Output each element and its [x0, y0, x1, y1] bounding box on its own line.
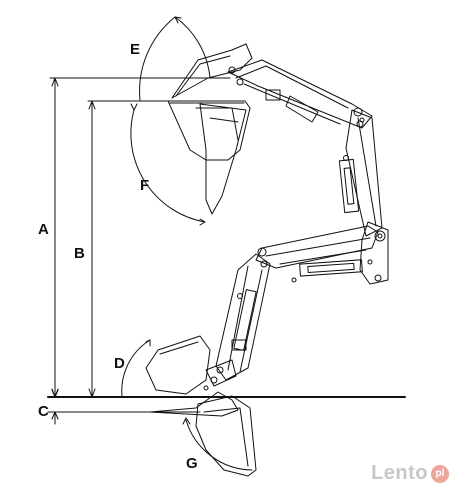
label-f: F [140, 177, 149, 194]
dimension-a [51, 77, 59, 398]
label-c: C [38, 403, 49, 420]
tractor-mount [359, 221, 389, 285]
label-b: B [74, 245, 85, 262]
bucket-raised [167, 43, 253, 215]
arc-f [130, 109, 206, 223]
label-e: E [130, 41, 140, 58]
dimension-c [51, 383, 59, 425]
watermark-text: Lento [371, 462, 428, 484]
label-a: A [38, 221, 49, 238]
bucket-lowered [145, 335, 257, 477]
label-d: D [114, 355, 125, 372]
boom-lowered [215, 225, 379, 381]
arc-d [121, 339, 151, 397]
arc-e [174, 16, 211, 79]
boom-raised [227, 59, 383, 237]
label-g: G [186, 455, 198, 472]
watermark: Lento pl [371, 462, 449, 485]
arc-g [185, 419, 253, 471]
watermark-badge: pl [431, 464, 449, 483]
dimension-b [88, 100, 96, 398]
